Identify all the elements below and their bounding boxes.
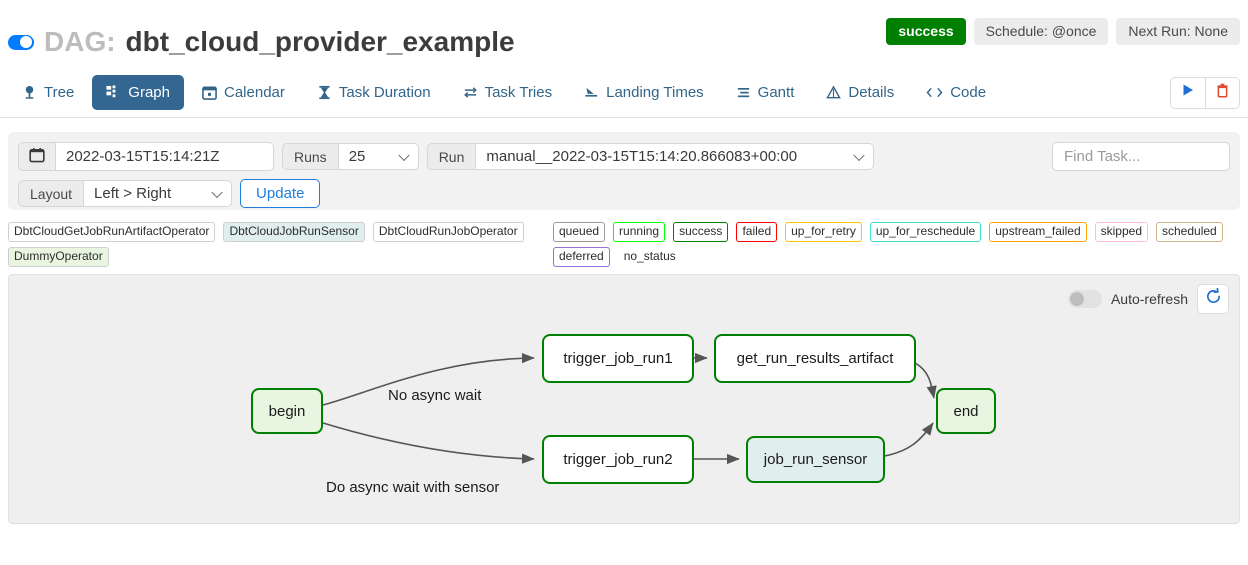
auto-refresh-toggle[interactable] <box>1067 290 1102 308</box>
execution-date-input[interactable]: 2022-03-15T15:14:21Z <box>56 142 274 171</box>
hourglass-icon <box>317 85 332 100</box>
triangle-icon <box>826 85 842 100</box>
controls-row-bottom: Layout Left > Right Update <box>18 179 1230 208</box>
landing-icon <box>584 85 599 100</box>
header-badges: success Schedule: @once Next Run: None <box>886 18 1240 45</box>
state-chip-skipped[interactable]: skipped <box>1094 222 1148 242</box>
task-node-begin[interactable]: begin <box>251 388 323 434</box>
next-run-badge: Next Run: None <box>1116 18 1240 45</box>
tab-label: Task Duration <box>338 84 431 101</box>
retry-icon <box>463 85 478 100</box>
state-chip-row: queued running success failed up_for_ret… <box>553 222 1240 267</box>
state-chip-deferred[interactable]: deferred <box>553 247 610 267</box>
state-chip-up-for-retry[interactable]: up_for_retry <box>785 222 862 242</box>
operator-legend: DbtCloudGetJobRunArtifactOperator DbtClo… <box>8 222 538 267</box>
tab-label: Graph <box>128 84 170 101</box>
state-chip-queued[interactable]: queued <box>553 222 606 242</box>
operator-chip[interactable]: DbtCloudGetJobRunArtifactOperator <box>8 222 216 242</box>
state-chip-scheduled[interactable]: scheduled <box>1156 222 1223 242</box>
dag-name: dbt_cloud_provider_example <box>125 26 515 57</box>
tab-landing-times[interactable]: Landing Times <box>570 75 718 110</box>
dag-graph-canvas[interactable]: Auto-refresh begin trigger_j <box>8 274 1240 524</box>
refresh-controls: Auto-refresh <box>1067 284 1229 314</box>
state-chip-failed[interactable]: failed <box>736 222 778 242</box>
refresh-button[interactable] <box>1197 284 1229 314</box>
dag-paused-toggle[interactable] <box>8 34 34 50</box>
task-node-trigger-job-run2[interactable]: trigger_job_run2 <box>542 435 694 484</box>
tab-label: Task Tries <box>484 84 553 101</box>
tree-icon <box>22 85 37 100</box>
tab-label: Gantt <box>757 84 795 101</box>
edge-label-no-async-wait: No async wait <box>388 387 482 404</box>
tab-calendar[interactable]: Calendar <box>188 75 299 110</box>
tab-label: Tree <box>44 84 75 101</box>
schedule-badge[interactable]: Schedule: @once <box>973 18 1109 45</box>
tab-label: Landing Times <box>606 84 704 101</box>
status-badge: success <box>886 18 966 45</box>
layout-group: Layout Left > Right <box>18 180 233 207</box>
tab-code[interactable]: Code <box>912 75 1000 110</box>
code-icon <box>926 85 943 100</box>
refresh-icon <box>1205 287 1222 310</box>
layout-label: Layout <box>18 180 85 207</box>
tab-label: Calendar <box>224 84 285 101</box>
task-node-trigger-job-run1[interactable]: trigger_job_run1 <box>542 334 694 383</box>
runs-label: Runs <box>282 143 339 170</box>
page-title: DAG: dbt_cloud_provider_example <box>8 26 515 58</box>
task-node-end[interactable]: end <box>936 388 996 434</box>
tab-gantt[interactable]: Gantt <box>722 75 809 110</box>
controls-row-top: 2022-03-15T15:14:21Z Runs 25 Run manual_… <box>18 142 1230 171</box>
tab-details[interactable]: Details <box>812 75 908 110</box>
calendar-icon <box>202 85 217 100</box>
gantt-icon <box>736 85 751 100</box>
state-chip-running[interactable]: running <box>613 222 666 242</box>
state-chip-success[interactable]: success <box>673 222 729 242</box>
view-tabbar: Tree Graph Calendar Task Duration Task T <box>0 68 1248 118</box>
page-header: DAG: dbt_cloud_provider_example success … <box>0 0 1248 68</box>
play-icon <box>1181 83 1195 102</box>
state-chip-upstream-failed[interactable]: upstream_failed <box>989 222 1087 242</box>
calendar-icon <box>29 147 45 166</box>
runs-select[interactable]: 25 <box>338 143 419 170</box>
view-tabs: Tree Graph Calendar Task Duration Task T <box>8 75 1000 110</box>
calendar-picker-button[interactable] <box>18 142 56 171</box>
runs-group: Runs 25 <box>282 143 419 170</box>
dag-label: DAG: <box>44 26 116 57</box>
delete-dag-button[interactable] <box>1205 77 1239 108</box>
task-node-get-run-results-artifact[interactable]: get_run_results_artifact <box>714 334 916 383</box>
state-legend: queued running success failed up_for_ret… <box>553 222 1240 267</box>
tab-task-duration[interactable]: Task Duration <box>303 75 445 110</box>
dag-action-buttons <box>1170 76 1240 109</box>
run-group: Run manual__2022-03-15T15:14:20.866083+0… <box>426 143 875 170</box>
tab-tree[interactable]: Tree <box>8 75 88 110</box>
find-task-input[interactable]: Find Task... <box>1052 142 1230 171</box>
tab-label: Code <box>950 84 987 101</box>
update-button[interactable]: Update <box>240 179 321 208</box>
dag-edges <box>322 352 937 465</box>
run-label: Run <box>426 143 477 170</box>
trash-icon <box>1215 83 1230 103</box>
edge-label-do-async-wait: Do async wait with sensor <box>326 479 500 496</box>
run-select[interactable]: manual__2022-03-15T15:14:20.866083+00:00 <box>476 143 875 170</box>
operator-chip[interactable]: DbtCloudRunJobOperator <box>372 222 524 242</box>
operator-chip[interactable]: DbtCloudJobRunSensor <box>223 222 365 242</box>
trigger-dag-button[interactable] <box>1171 78 1205 108</box>
state-chip-no-status[interactable]: no_status <box>623 249 676 263</box>
tab-graph[interactable]: Graph <box>92 75 184 110</box>
run-controls-panel: 2022-03-15T15:14:21Z Runs 25 Run manual_… <box>8 132 1240 210</box>
layout-select[interactable]: Left > Right <box>84 180 233 207</box>
auto-refresh-label: Auto-refresh <box>1110 291 1188 307</box>
execution-date-group: 2022-03-15T15:14:21Z <box>18 142 274 171</box>
graph-icon <box>106 85 121 100</box>
state-chip-up-for-reschedule[interactable]: up_for_reschedule <box>869 222 982 242</box>
tab-task-tries[interactable]: Task Tries <box>449 75 567 110</box>
operator-chip[interactable]: DummyOperator <box>8 247 109 267</box>
legend: DbtCloudGetJobRunArtifactOperator DbtClo… <box>8 222 1240 267</box>
task-node-job-run-sensor[interactable]: job_run_sensor <box>746 436 885 483</box>
tab-label: Details <box>848 84 895 101</box>
operator-chip-row: DbtCloudGetJobRunArtifactOperator DbtClo… <box>8 222 538 267</box>
